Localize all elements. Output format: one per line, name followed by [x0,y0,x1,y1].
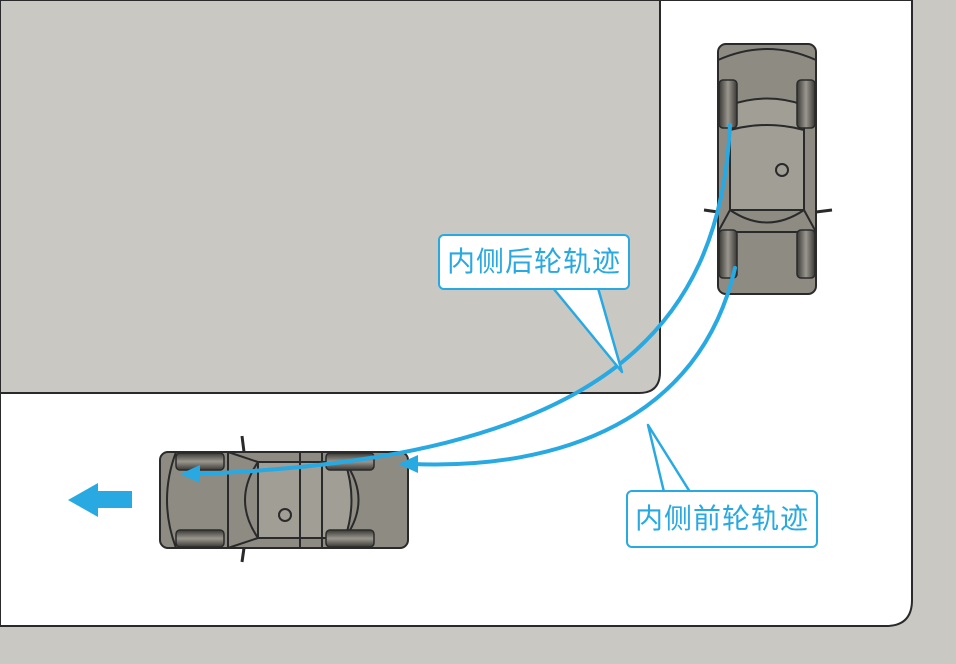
rear-right-tire [796,79,816,129]
rear-track-label: 内侧后轮轨迹 [438,234,630,290]
front-wheel-track-line [410,266,737,467]
rear-left-tire [718,79,738,129]
rear-callout-leader [552,287,624,374]
front-track-label: 内侧前轮轨迹 [626,490,818,548]
car-after-turn [159,435,409,563]
rear-right-tire-2 [175,529,225,548]
front-right-tire-2 [325,529,375,548]
rear-wheel-track-line [191,123,732,476]
front-track-arrowhead [398,455,418,473]
corner-block [0,0,661,394]
car-before-turn [703,43,833,295]
front-callout-leader [646,423,692,493]
rear-track-arrowhead [180,465,200,483]
left-arrow-icon [68,483,132,517]
front-right-tire [796,229,816,279]
front-left-tire [718,229,738,279]
